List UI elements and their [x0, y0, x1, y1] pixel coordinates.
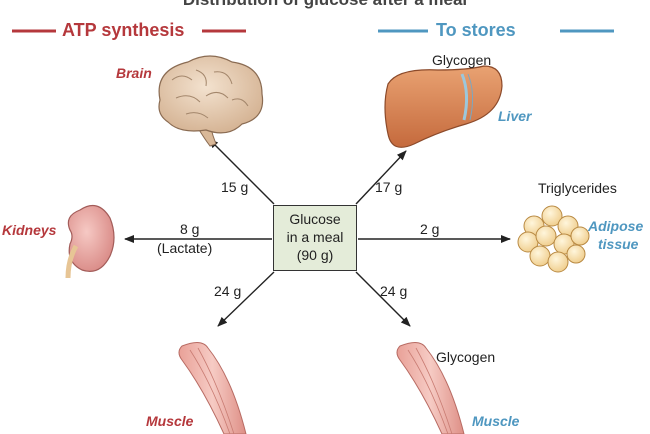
brain-amount: 15 g [221, 179, 249, 195]
liver-label: Liver [498, 108, 532, 124]
muscle-right-label: Muscle [472, 413, 520, 429]
muscle-left-illustration [178, 342, 247, 434]
liver-store-label: Glycogen [432, 52, 492, 68]
glucose-meal-box: Glucose in a meal (90 g) [273, 205, 357, 271]
kidneys-label: Kidneys [2, 222, 57, 238]
atp-synthesis-header: ATP synthesis [62, 20, 185, 40]
to-stores-header: To stores [436, 20, 516, 40]
liver-amount: 17 g [375, 179, 403, 195]
arrow-to-muscle-left [217, 271, 275, 327]
adipose-illustration [517, 205, 590, 273]
brain-label: Brain [116, 65, 152, 81]
muscle-store-label: Glycogen [436, 349, 496, 365]
arrow-to-brain [208, 138, 275, 205]
adipose-label-line1: Adipose [588, 218, 644, 234]
kidney-illustration [65, 204, 115, 279]
center-line-1: Glucose [289, 211, 341, 227]
kidneys-amount: 8 g [180, 221, 200, 237]
muscle-left-label: Muscle [146, 413, 194, 429]
kidneys-amount-note: (Lactate) [157, 240, 213, 256]
diagram-title: Distribution of glucose after a meal [0, 0, 650, 8]
liver-illustration [384, 65, 503, 148]
adipose-label-line2: tissue [598, 236, 639, 252]
muscle-left-amount: 24 g [214, 283, 242, 299]
center-line-2: in a meal [286, 229, 344, 245]
muscle-right-illustration [396, 342, 465, 434]
muscle-right-amount: 24 g [380, 283, 408, 299]
arrow-to-muscle-right [355, 271, 411, 327]
adipose-store-label: Triglycerides [538, 180, 617, 196]
arrow-to-liver [355, 150, 407, 205]
adipose-amount: 2 g [420, 221, 440, 237]
brain-illustration [158, 55, 264, 147]
center-line-3: (90 g) [296, 247, 334, 263]
